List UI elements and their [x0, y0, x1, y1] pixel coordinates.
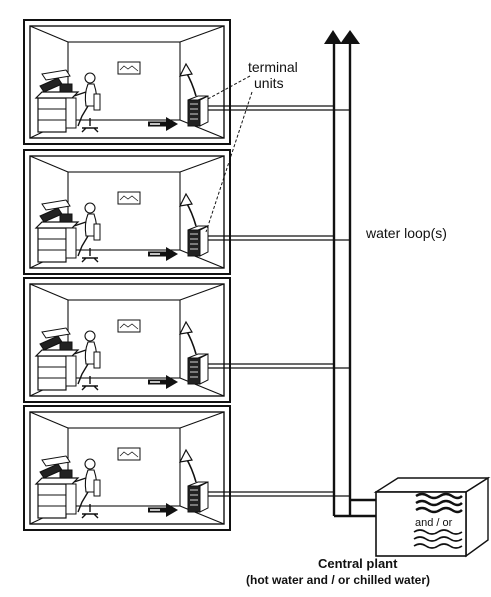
- room-outer-wall: [23, 149, 231, 275]
- perspective-line: [29, 283, 69, 301]
- airflow-arrow-icon: [148, 247, 178, 261]
- back-wall: [67, 171, 181, 251]
- central-plant: and / or: [373, 476, 491, 558]
- desk-worker-icon: [34, 69, 101, 133]
- room-inner-frame: [29, 411, 225, 525]
- central-plant-title: Central plant: [318, 556, 398, 571]
- airflow-arrow-icon: [178, 448, 197, 483]
- floor-1: [23, 405, 350, 531]
- back-wall: [67, 427, 181, 507]
- central-plant-subtitle: (hot water and / or chilled water): [246, 573, 430, 587]
- perspective-line: [179, 249, 225, 269]
- terminal-units-label-line1: terminal: [248, 59, 298, 75]
- terminal-units-leader-lines: [205, 75, 253, 233]
- wave-icon: [415, 492, 463, 514]
- perspective-line: [179, 25, 225, 43]
- terminal-unit-icon: [187, 353, 209, 385]
- room-inner-frame: [29, 25, 225, 139]
- room-outer-wall: [23, 19, 231, 145]
- terminal-unit-icon: [187, 95, 209, 127]
- airflow-arrow-icon: [148, 503, 178, 517]
- airflow-arrow-icon: [148, 375, 178, 389]
- desk-worker-icon: [34, 455, 101, 519]
- perspective-line: [179, 155, 225, 173]
- and-or-label: and / or: [415, 517, 453, 529]
- terminal-unit-icon: [187, 481, 209, 513]
- water-loops-label: water loop(s): [365, 225, 447, 241]
- perspective-line: [179, 119, 225, 139]
- airflow-arrow-icon: [148, 117, 178, 131]
- airflow-arrow-icon: [178, 192, 197, 227]
- wave-icon: [413, 529, 463, 549]
- terminal-unit-icon: [187, 225, 209, 257]
- floor-3: [23, 149, 350, 275]
- perspective-line: [29, 25, 69, 43]
- room-inner-frame: [29, 155, 225, 269]
- room-outer-wall: [23, 277, 231, 403]
- perspective-line: [179, 377, 225, 397]
- up-arrow-icon: [324, 30, 360, 44]
- floor-4: [23, 19, 350, 145]
- airflow-arrow-icon: [178, 62, 197, 97]
- desk-worker-icon: [34, 327, 101, 391]
- room-outer-wall: [23, 405, 231, 531]
- building-floors: [23, 19, 350, 531]
- perspective-line: [179, 411, 225, 429]
- water-loop-risers: [332, 44, 382, 518]
- terminal-units-label-line2: units: [254, 75, 284, 91]
- perspective-line: [179, 505, 225, 525]
- airflow-arrow-icon: [178, 320, 197, 355]
- back-wall: [67, 299, 181, 379]
- desk-worker-icon: [34, 199, 101, 263]
- floor-2: [23, 277, 350, 403]
- perspective-line: [29, 155, 69, 173]
- room-inner-frame: [29, 283, 225, 397]
- back-wall: [67, 41, 181, 121]
- perspective-line: [29, 411, 69, 429]
- perspective-line: [179, 283, 225, 301]
